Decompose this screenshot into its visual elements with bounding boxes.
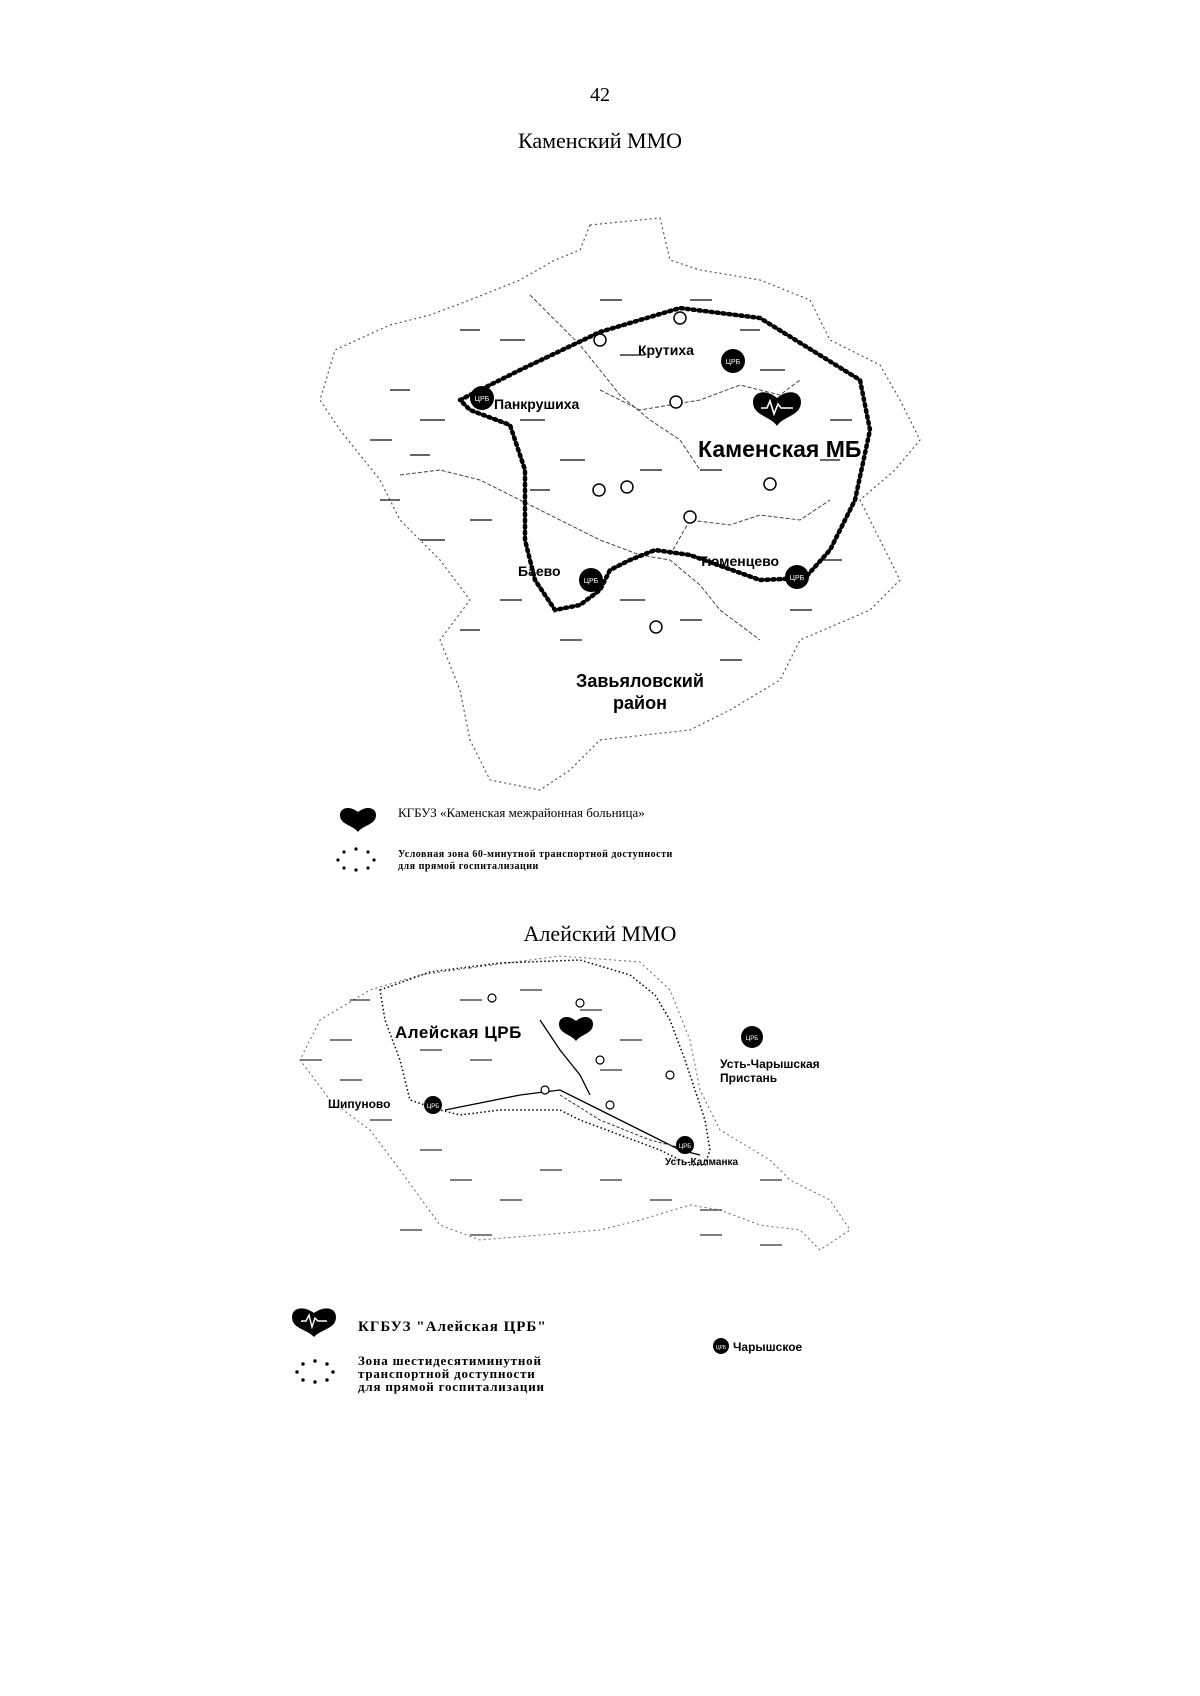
map1-legend-heart-icon [340,808,376,832]
map1-crb-badge-tyumentsevo: ЦРБ [785,565,809,589]
map1-settlement-marks [370,299,852,661]
label-krutikha: Крутиха [638,342,694,358]
map1-zone-60min [456,305,873,613]
map1-legend-hospital: КГБУЗ «Каменская межрайонная больница» [398,805,645,820]
map1-crb-badge-krutikha: ЦРБ [721,349,745,373]
map1-settlement-circles [592,311,777,634]
map1-legend-zone-line2: для прямой госпитализации [398,861,539,872]
svg-text:ЦРБ: ЦРБ [790,575,805,582]
svg-text:ЦРБ: ЦРБ [475,396,490,403]
svg-text:ЦРБ: ЦРБ [584,578,599,585]
map1-legend-dotted-zone-icon [336,847,376,872]
map1-inner-boundary-c [669,499,831,556]
svg-text:ЦРБ: ЦРБ [726,359,741,366]
label-tyumentsevo: Тюменцево [699,553,779,569]
map1-crb-badge-pankrushikha: ЦРБ [470,386,494,410]
label-zavyalovsky-2: район [613,693,667,713]
page-number: 42 [590,84,610,106]
map1-legend-zone-line1: Условная зона 60-минутной транспортной д… [398,849,673,860]
map1-title: Каменский ММО [517,128,683,153]
label-bayevo: Баево [518,563,561,579]
map1-heart-ecg-icon [753,392,801,426]
label-kamenskaya-mb: Каменская МБ [698,436,861,462]
map1-inner-boundary-b [399,469,761,641]
label-pankrushikha: Панкрушиха [494,396,580,412]
map1-crb-badge-bayevo: ЦРБ [579,568,603,592]
label-zavyalovsky-1: Завьяловский [576,671,704,691]
map2-title: Алейский ММО [523,921,677,946]
map1-inner-boundary-d [599,379,801,411]
